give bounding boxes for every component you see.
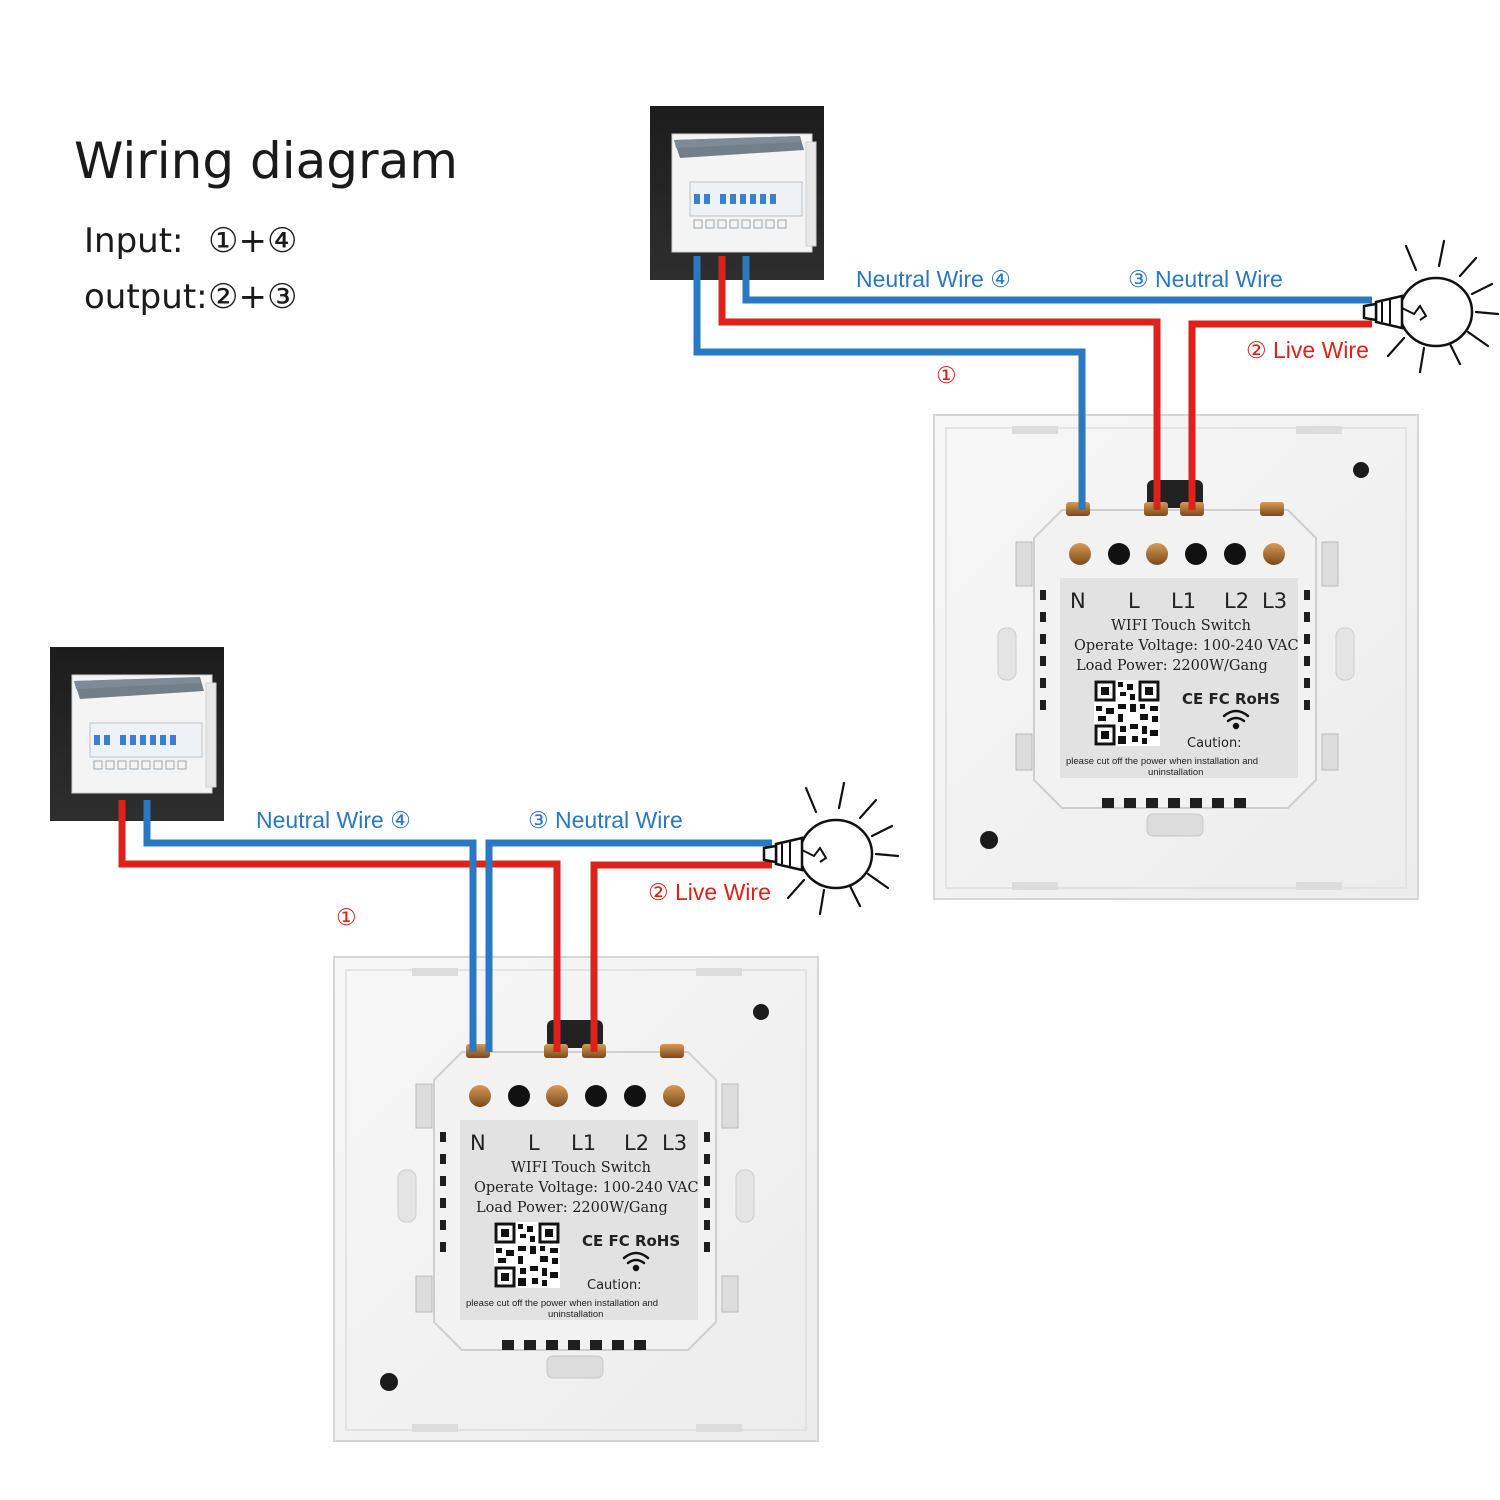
terminal-l3-label: L3 [1262,589,1287,613]
caution-line-1: please cut off the power when installati… [1066,756,1258,767]
label-neutral-wire-in: Neutral Wire ④ [856,266,1011,292]
qr-code-icon [1092,678,1162,748]
live-wire-top-supply [718,256,1161,510]
qr-code-icon [492,1220,562,1290]
caution-line-2: uninstallation [1148,767,1203,778]
load-power: Load Power: 2200W/Gang [1076,658,1268,674]
live-wire-top-load [1188,320,1372,510]
load-power: Load Power: 2200W/Gang [476,1200,668,1216]
terminal-l2-label: L2 [1224,589,1249,613]
product-name: WIFI Touch Switch [511,1160,651,1176]
terminal-l-label: L [528,1131,540,1155]
label-live-wire-in: ① [936,362,957,388]
certification-marks: CE FC RoHS [582,1232,680,1250]
neutral-wire-top-switch [693,256,1086,510]
live-wire-bottom-supply [118,800,561,1052]
output-label: output: [84,277,208,317]
label-live-wire-out: ② Live Wire [648,879,771,905]
caution-title: Caution: [1187,736,1242,751]
breaker-box-icon [649,105,825,281]
label-neutral-wire-out: ③ Neutral Wire [1128,266,1283,292]
operate-voltage: Operate Voltage: 100-240 VAC [1074,638,1299,654]
label-neutral-wire-out: ③ Neutral Wire [528,807,683,833]
terminal-l2-label: L2 [624,1131,649,1155]
input-label: Input: [84,221,184,261]
switch-back-panel [933,414,1419,900]
light-bulb-icon [762,781,900,916]
wifi-icon [622,1251,650,1272]
wiring-setup-top: N L L1 L2 L3 WIFI Touch Switch Operate V… [649,105,1500,900]
neutral-wire-bottom-supply [143,800,477,1052]
terminal-n-label: N [1070,589,1086,613]
caution-line-2: uninstallation [548,1309,603,1320]
operate-voltage: Operate Voltage: 100-240 VAC [474,1180,699,1196]
caution-title: Caution: [587,1278,642,1293]
terminal-l-label: L [1128,589,1140,613]
terminal-l3-label: L3 [662,1131,687,1155]
wifi-icon [1222,709,1250,730]
terminal-l1-label: L1 [1171,589,1196,613]
breaker-box-icon [49,646,225,822]
wiring-setup-bottom: N L L1 L2 L3 WIFI Touch Switch Operate V… [49,646,900,1442]
caution-line-1: please cut off the power when installati… [466,1298,658,1309]
label-neutral-wire-in: Neutral Wire ④ [256,807,411,833]
input-value: ①+④ [208,221,297,261]
live-wire-bottom-load [590,861,772,1052]
label-live-wire-out: ② Live Wire [1246,337,1369,363]
terminal-n-label: N [470,1131,486,1155]
diagram-title: Wiring diagram [74,132,458,190]
product-name: WIFI Touch Switch [1111,618,1251,634]
certification-marks: CE FC RoHS [1182,690,1280,708]
switch-back-panel [333,956,819,1442]
light-bulb-icon [1362,239,1500,374]
terminal-l1-label: L1 [571,1131,596,1155]
label-live-wire-in: ① [336,904,357,930]
neutral-wire-bottom-load [485,839,772,1052]
output-value: ②+③ [208,277,297,317]
